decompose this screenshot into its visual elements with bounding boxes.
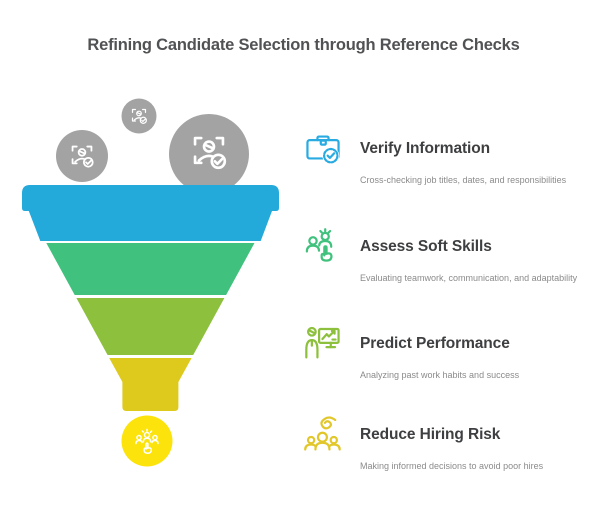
candidate-choice-icon [135,428,159,454]
item-description: Evaluating teamwork, communication, and … [360,273,578,283]
item-description: Cross-checking job titles, dates, and re… [360,175,567,185]
assess-people-icon [303,227,343,267]
item-description: Analyzing past work habits and success [360,370,520,380]
funnel-svg [22,98,279,467]
funnel-stage-2 [46,243,255,295]
funnel-stage-1 [22,185,279,241]
funnel-stage-3 [76,298,225,355]
briefcase-verified-icon [303,129,343,169]
list-item-verify-information: Verify Information Cross-checking job ti… [303,128,603,185]
performance-chart-icon [303,324,343,364]
list-item-assess-soft-skills: Assess Soft Skills Evaluating teamwork, … [303,226,603,283]
selected-candidate-circle [121,415,173,467]
funnel-stages [22,185,279,411]
item-title: Reduce Hiring Risk [360,426,501,443]
item-title: Assess Soft Skills [360,238,492,255]
list-item-predict-performance: Predict Performance Analyzing past work … [303,323,603,380]
funnel-outlet [121,415,173,467]
list-item-reduce-hiring-risk: Reduce Hiring Risk Making informed decis… [303,414,603,471]
page-title: Refining Candidate Selection through Ref… [87,36,520,54]
item-title: Predict Performance [360,335,510,352]
candidate-bubble-large [169,114,249,194]
item-description: Making informed decisions to avoid poor … [360,461,544,471]
funnel-graphic [0,90,300,480]
candidate-bubbles [56,98,249,194]
item-title: Verify Information [360,140,490,157]
team-swirl-icon [303,415,343,455]
funnel-stage-4 [109,358,192,411]
